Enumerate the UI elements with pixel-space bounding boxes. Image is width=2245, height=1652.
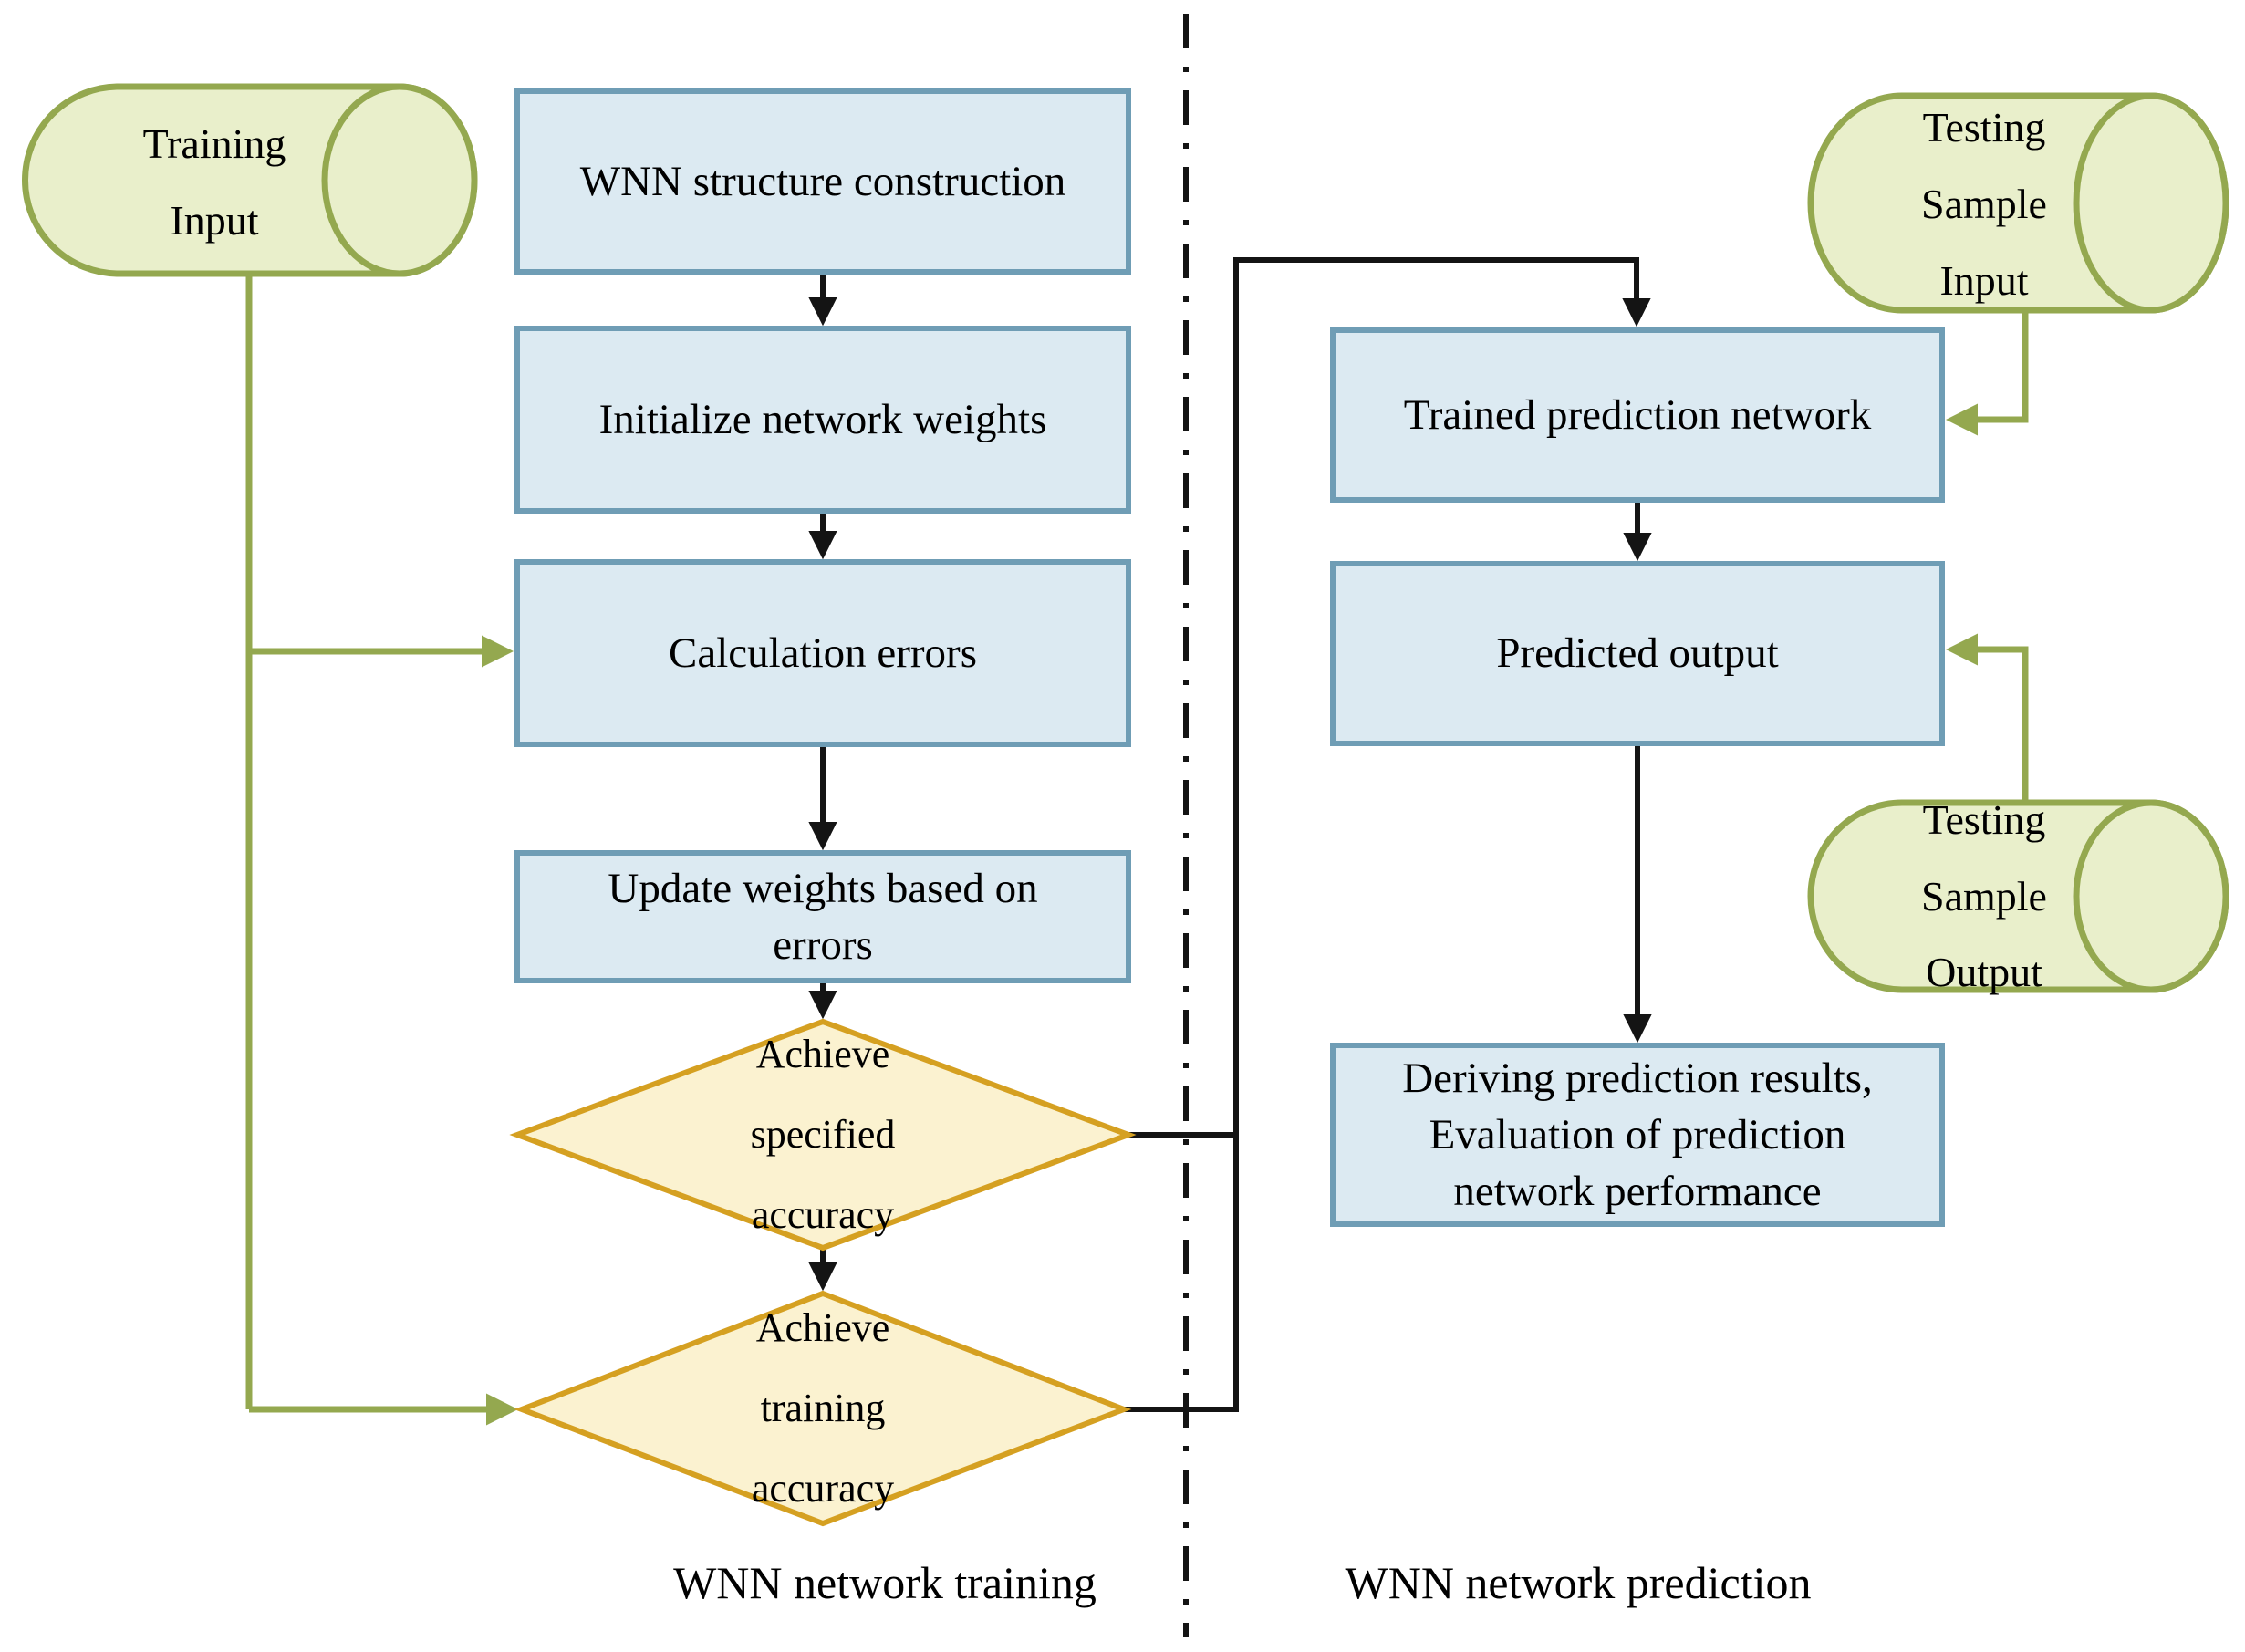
achieve-specified-accuracy-diamond bbox=[509, 1018, 1137, 1252]
testing-sample-output-cylinder bbox=[1807, 799, 2229, 993]
initialize-network-weights-box bbox=[514, 326, 1131, 514]
predicted-output-box bbox=[1330, 561, 1945, 746]
testing-output-to-predicted-output-arrow bbox=[1946, 633, 2029, 803]
update-weights-box bbox=[514, 850, 1131, 983]
evaluation-box bbox=[1330, 1043, 1945, 1227]
training-input-cylinder bbox=[22, 83, 478, 277]
testing-sample-input-cylinder bbox=[1807, 92, 2229, 314]
feedback-to-trained-network-arrow bbox=[1124, 257, 1651, 1412]
calculation-errors-box bbox=[514, 559, 1131, 747]
testing-input-to-trained-network-arrow bbox=[1946, 310, 2029, 436]
training-input-cylinder-cap bbox=[321, 83, 478, 277]
sample-data-connectors bbox=[245, 274, 2029, 1426]
trained-prediction-network-box bbox=[1330, 327, 1945, 503]
testing-sample-input-cylinder-cap bbox=[2073, 92, 2229, 314]
process-connectors bbox=[808, 257, 1652, 1412]
wnn-structure-construction-box bbox=[514, 88, 1131, 275]
testing-sample-output-cylinder-cap bbox=[2073, 799, 2229, 993]
achieve-training-accuracy-diamond bbox=[514, 1290, 1132, 1527]
